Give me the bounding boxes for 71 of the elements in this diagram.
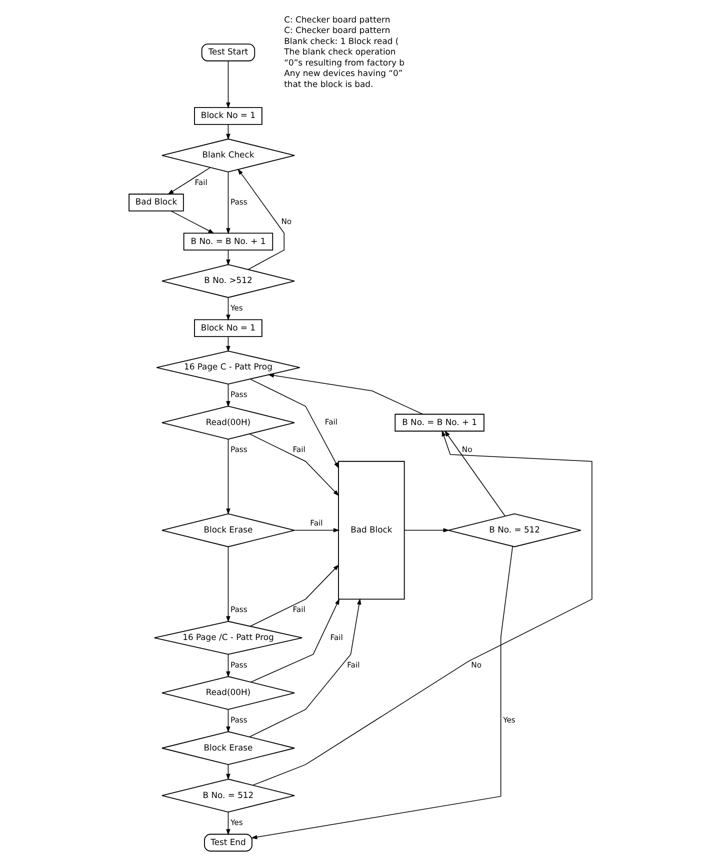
arrow (226, 438, 230, 515)
node-diamond: 16 Page C - Patt Prog (156, 350, 300, 384)
arrow (249, 434, 340, 496)
arrow (250, 378, 339, 469)
edge-label: Pass (230, 605, 248, 614)
edge-label: Fail (347, 660, 360, 670)
node-box: B No. = B No. + 1 (394, 414, 484, 432)
edge-label: No (471, 660, 482, 670)
edge-label: Fail (194, 178, 208, 187)
edge-label: Yes (503, 715, 516, 724)
arrow (226, 654, 230, 678)
node-diamond: B No. = 512 (162, 778, 295, 813)
arrow (444, 430, 506, 516)
node-diamond: B No. = 512 (448, 513, 582, 548)
edge-label: Pass (230, 390, 248, 400)
edge-label: Fail (292, 605, 306, 614)
node-diamond: Block Erase (162, 731, 295, 766)
node-diamond: B No. >512 (162, 264, 295, 298)
edge-label: Pass (230, 715, 248, 724)
edge-label: Fail (310, 518, 323, 528)
node-diamond: 16 Page /C - Patt Prog (154, 620, 303, 655)
arrow (226, 124, 230, 140)
arrow (226, 764, 230, 780)
edge-label: No (462, 445, 472, 454)
arrow (226, 297, 230, 321)
arrow (251, 546, 513, 840)
label: C: Checker board pattern (284, 14, 390, 24)
edge-label: Pass (230, 445, 248, 454)
edge-label: Pass (230, 660, 248, 670)
label: Any new devices having “0” (284, 68, 403, 78)
arrow (226, 709, 230, 733)
node-box: Test Start (201, 44, 256, 62)
node-box: Block No = 1 (194, 319, 262, 337)
edge-label: Fail (324, 418, 338, 427)
label: “0”s resulting from factory b (284, 57, 405, 68)
node-box: Test End (204, 834, 252, 852)
arrow (249, 598, 362, 738)
arrow (226, 546, 230, 622)
arrow (250, 564, 340, 627)
arrow (404, 528, 450, 532)
arrow (226, 250, 230, 266)
arrow (268, 373, 424, 415)
label: C: Checker board pattern (284, 25, 390, 36)
label: The blank check operation (284, 46, 396, 57)
arrow (226, 336, 230, 352)
edge-label: No (281, 216, 292, 226)
arrow (226, 172, 230, 234)
edge-label: Fail (330, 632, 343, 642)
arrow (226, 384, 230, 408)
arrow (168, 167, 210, 195)
node-diamond: Block Erase (162, 513, 295, 548)
node-diamond: Blank Check (162, 138, 295, 172)
node-box: B No. = B No. + 1 (183, 232, 274, 250)
node-box: Bad Block (338, 460, 405, 600)
node-box: Block No = 1 (194, 107, 262, 125)
edge-label: Yes (230, 818, 243, 828)
label: that the block is bad. (284, 78, 374, 89)
edge-label: Yes (230, 304, 243, 313)
arrow (250, 598, 340, 682)
edge-label: Fail (292, 445, 306, 454)
label: Blank check: 1 Block read ( (284, 36, 399, 46)
arrow (226, 60, 230, 109)
arrow (226, 812, 230, 836)
edge-label: Pass (230, 197, 248, 206)
arrow (238, 168, 284, 270)
arrow (252, 430, 592, 786)
node-diamond: Read(00H) (162, 676, 295, 710)
arrow (170, 210, 214, 234)
arrow (294, 528, 340, 532)
node-box: Bad Block (128, 194, 184, 212)
node-diamond: Read(00H) (162, 406, 295, 440)
